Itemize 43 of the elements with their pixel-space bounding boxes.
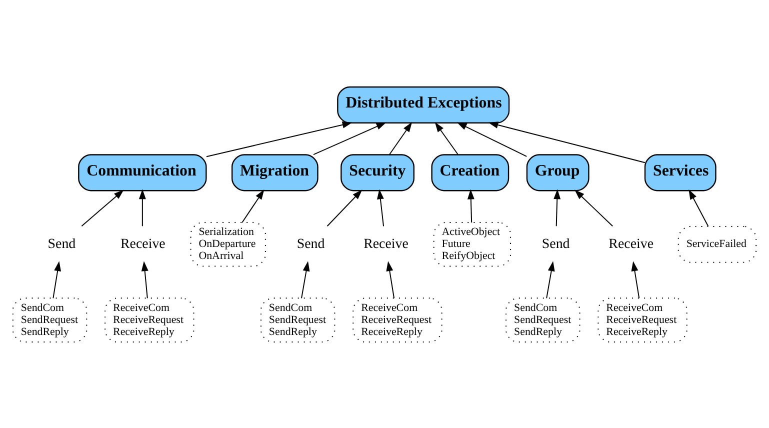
node-box: Creation: [431, 154, 510, 191]
node-box: SendCom SendRequest SendReply: [12, 297, 88, 342]
arrow: [688, 188, 709, 226]
node-box: ReceiveCom ReceiveRequest ReceiveReply: [104, 297, 194, 342]
arrow: [52, 260, 62, 298]
arrow: [574, 189, 614, 226]
arrow: [206, 120, 352, 157]
arrow: [386, 260, 395, 298]
node-box: Distributed Exceptions: [337, 86, 510, 123]
node-box: ReceiveCom ReceiveRequest ReceiveReply: [352, 297, 442, 342]
arrow: [313, 122, 386, 155]
arrow: [242, 189, 264, 222]
node-box: ActiveObject Future ReifyObject: [433, 221, 512, 266]
arrow: [554, 188, 561, 226]
node-text: Receive: [364, 236, 408, 252]
node-text: Receive: [608, 236, 654, 252]
arrow: [376, 188, 384, 226]
node-text: Send: [296, 236, 325, 252]
arrow: [467, 188, 474, 222]
arrow: [546, 260, 555, 298]
node-box: SendCom SendRequest SendReply: [506, 297, 580, 342]
node-text: Send: [48, 236, 76, 252]
node-box: Services: [644, 154, 716, 191]
node-text: Send: [542, 236, 570, 252]
arrow: [389, 122, 412, 154]
arrow: [631, 260, 640, 298]
arrow: [326, 189, 362, 226]
node-box: SendCom SendRequest SendReply: [260, 297, 336, 342]
node-box: ServiceFailed: [678, 225, 757, 262]
node-box: Group: [526, 154, 590, 191]
arrow: [488, 121, 646, 163]
arrow: [81, 189, 124, 226]
node-box: Security: [340, 154, 414, 191]
node-box: Serialization OnDeparture OnArrival: [190, 221, 266, 266]
node-box: ReceiveCom ReceiveRequest ReceiveReply: [598, 297, 688, 342]
arrow: [141, 260, 148, 298]
arrow: [456, 122, 528, 156]
node-text: Receive: [120, 236, 166, 252]
arrow: [138, 188, 146, 226]
node-box: Communication: [78, 154, 207, 191]
arrow: [434, 122, 458, 154]
arrow: [301, 260, 310, 298]
node-box: Migration: [231, 154, 318, 191]
